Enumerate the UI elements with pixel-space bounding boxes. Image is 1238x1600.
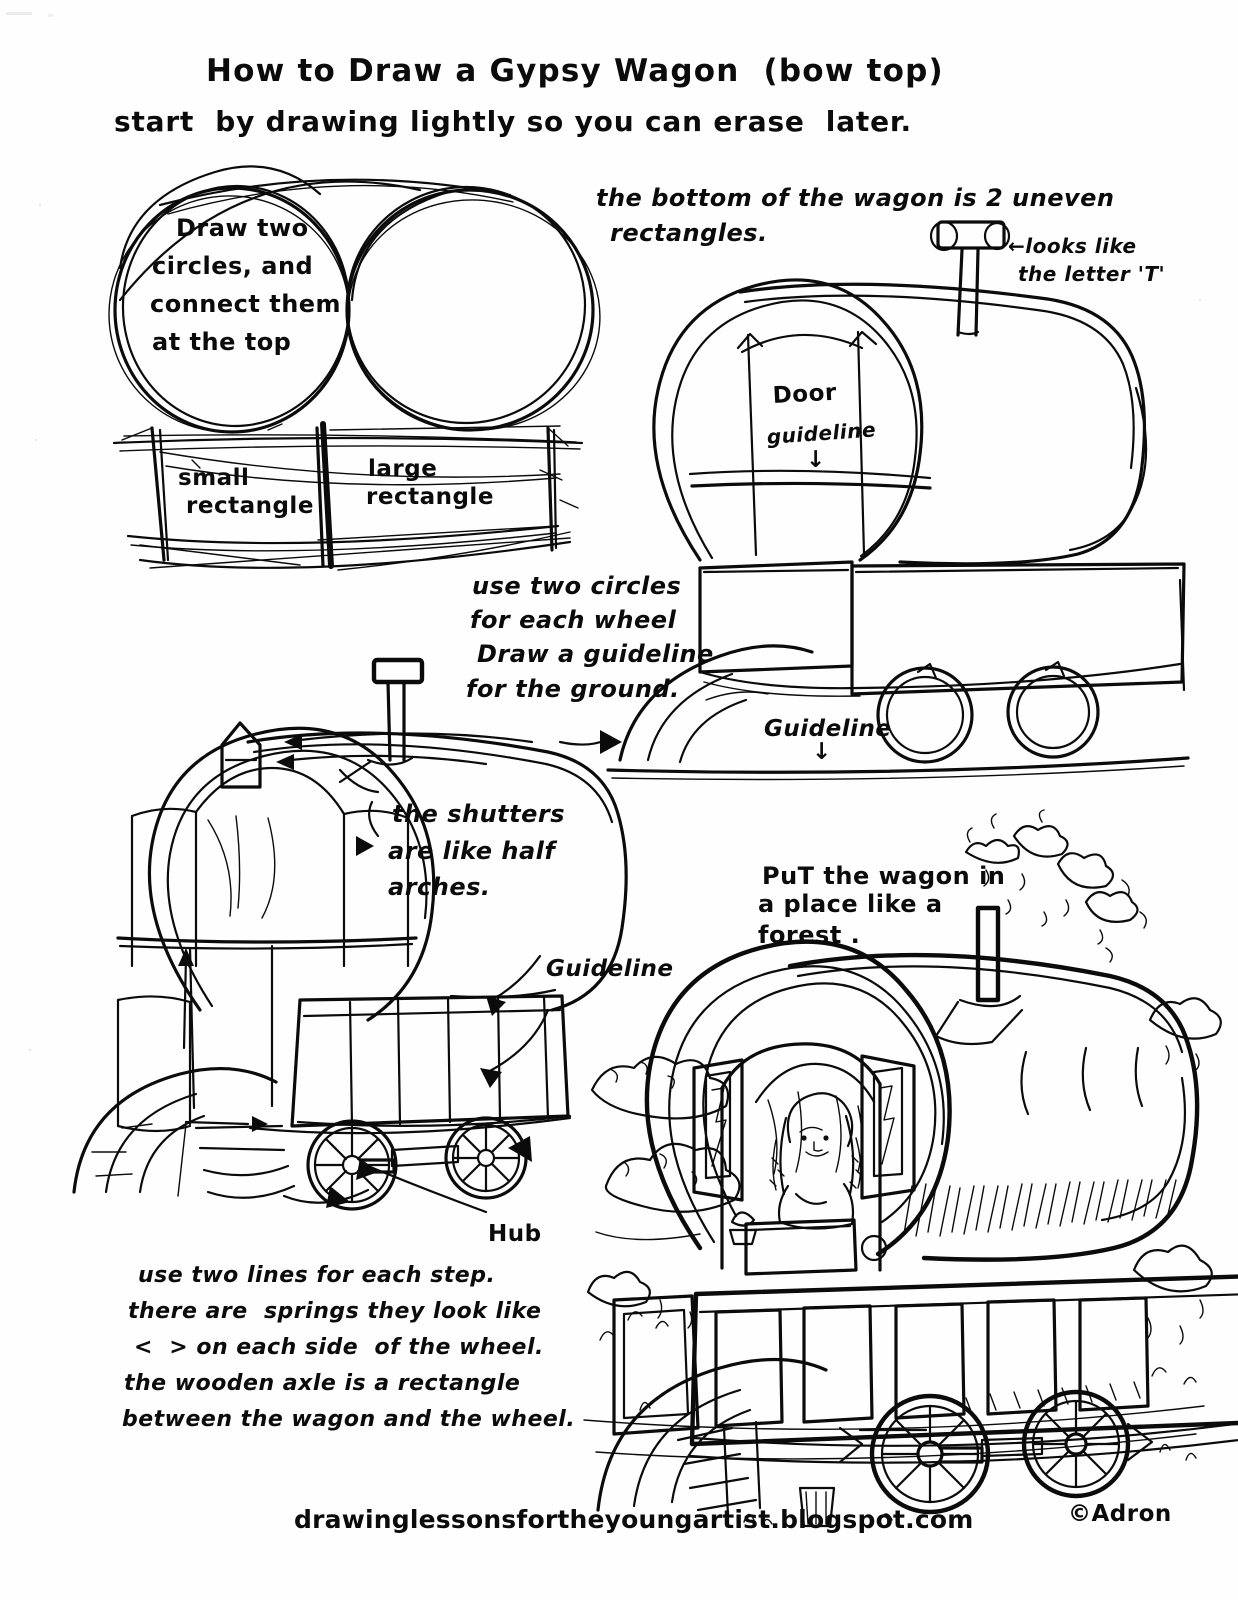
hub-leader bbox=[356, 1158, 488, 1214]
step3-tip-line4: the wooden axle is a rectangle bbox=[124, 1371, 521, 1396]
door-guideline-arrow-icon: ↓ bbox=[806, 447, 826, 473]
page-subtitle: start by drawing lightly so you can eras… bbox=[114, 105, 912, 138]
smoke-puffs bbox=[964, 809, 1147, 963]
canopy-thatch bbox=[903, 1179, 1177, 1237]
chimney bbox=[929, 220, 1011, 337]
small-rectangle-label-line1: small bbox=[178, 465, 250, 491]
chimney-step3 bbox=[338, 657, 425, 784]
step1-instruction-line2: circles, and bbox=[152, 252, 314, 280]
step3-tip-line2: there are springs they look like bbox=[128, 1299, 542, 1324]
shutter-leader bbox=[367, 800, 380, 838]
shutter-note-line3: arches. bbox=[388, 873, 491, 901]
hub-label: Hub bbox=[488, 1221, 542, 1247]
step2-note-line1: the bottom of the wagon is 2 uneven bbox=[596, 184, 1115, 212]
shutter-note-line2: are like half bbox=[388, 837, 556, 865]
wheel-note-line3: Draw a guideline bbox=[477, 640, 714, 668]
step1-sketch bbox=[108, 165, 601, 571]
wheel-rear-step4 bbox=[1021, 1389, 1131, 1499]
step3-sketch bbox=[72, 657, 628, 1211]
chimney-note-line1: ←looks like bbox=[1008, 234, 1137, 258]
page-title: How to Draw a Gypsy Wagon (bow top) bbox=[206, 53, 944, 89]
chimney-step4 bbox=[934, 905, 1024, 1046]
step3-tip-line3: < > on each side of the wheel. bbox=[134, 1335, 544, 1360]
wheel-note-line2: for each wheel bbox=[470, 606, 677, 634]
chimney-note-line2: the letter 'T' bbox=[1018, 262, 1166, 286]
large-rectangle-label-line1: large bbox=[368, 456, 438, 482]
large-rectangle-label-line2: rectangle bbox=[366, 484, 494, 510]
wheel-note-arrow bbox=[558, 738, 608, 746]
step4-scene bbox=[583, 809, 1238, 1528]
footer-url: drawinglessonsfortheyoungartist.blogspot… bbox=[294, 1505, 974, 1534]
step4-note-line2: a place like a bbox=[758, 890, 943, 918]
step4-note-line1: PuT the wagon in bbox=[762, 862, 1006, 890]
wheel-front-step4 bbox=[869, 1393, 991, 1515]
step1-instruction-line4: at the top bbox=[152, 328, 292, 356]
step2-sketch bbox=[606, 220, 1190, 781]
step4-note-line3: forest . bbox=[758, 921, 861, 949]
scan-artifacts bbox=[6, 12, 1202, 1052]
step3-tip-line1: use two lines for each step. bbox=[138, 1263, 496, 1288]
step1-instruction-line3: connect them bbox=[150, 290, 342, 318]
ground-guideline-arrow-icon: ↓ bbox=[812, 739, 832, 765]
door-arrow-up bbox=[182, 954, 188, 1050]
door-label: Door bbox=[772, 379, 838, 409]
canopy-leader-3 bbox=[298, 732, 534, 744]
wheel-note-line4: for the ground. bbox=[466, 675, 680, 703]
foliage-right bbox=[1132, 997, 1222, 1385]
woman-figure bbox=[772, 1092, 862, 1230]
small-rectangle-label-line2: rectangle bbox=[186, 493, 314, 519]
copyright-mark: ©Adron bbox=[1068, 1501, 1172, 1527]
step1-instruction-line1: Draw two bbox=[176, 214, 309, 242]
step3-tip-line5: between the wagon and the wheel. bbox=[122, 1407, 576, 1432]
steps bbox=[676, 1420, 762, 1518]
wheel-note-line1: use two circles bbox=[472, 572, 682, 600]
step2-note-line2: rectangles. bbox=[610, 219, 768, 247]
shutter-note-line1: the shutters bbox=[392, 800, 565, 828]
step3-guideline-label: Guideline bbox=[546, 956, 674, 982]
step3-guideline-arrows bbox=[480, 954, 550, 1088]
ground-guideline-label: Guideline bbox=[764, 716, 892, 742]
